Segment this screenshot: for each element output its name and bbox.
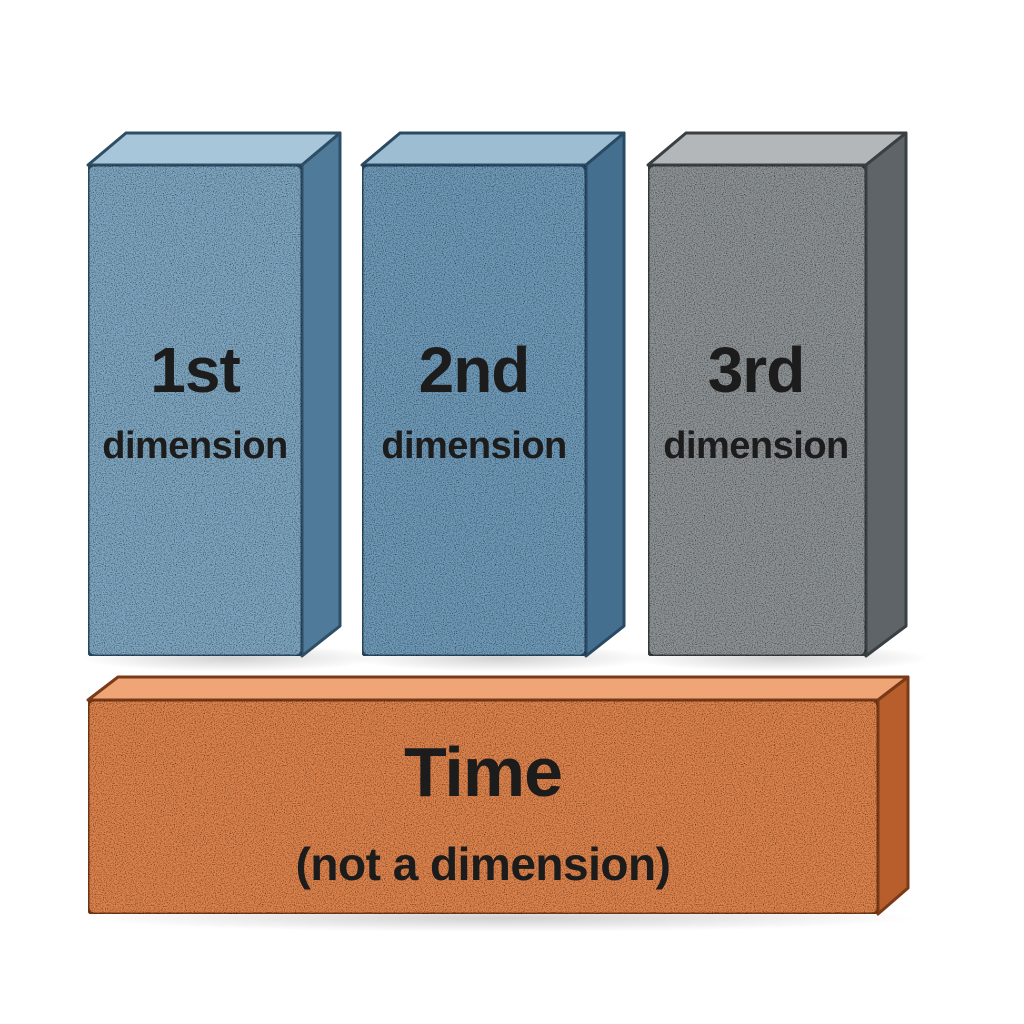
block-top-face	[86, 675, 910, 702]
block-third-dimension: 3rd dimension	[630, 131, 930, 672]
time-title: Time	[404, 733, 562, 811]
block-side-face	[300, 131, 342, 658]
block-side-face	[864, 131, 908, 658]
block-front-face	[86, 163, 304, 658]
block-top-face	[646, 131, 908, 167]
block-ordinal: 2nd	[419, 334, 530, 406]
block-label: dimension	[381, 425, 567, 467]
block-top-face	[86, 131, 342, 167]
block-ordinal: 3rd	[708, 334, 805, 406]
block-label: dimension	[102, 425, 288, 467]
block-side-face	[584, 131, 626, 658]
block-side-face	[876, 675, 910, 916]
block-front-face	[86, 698, 880, 916]
time-subtitle: (not a dimension)	[296, 838, 671, 890]
block-label: dimension	[663, 425, 849, 467]
time-block: Time (not a dimension)	[80, 675, 920, 932]
block-front-face	[360, 163, 588, 658]
block-top-face	[360, 131, 626, 167]
block-first-dimension: 1st dimension	[80, 131, 380, 672]
block-ordinal: 1st	[150, 334, 240, 406]
block-front-face	[646, 163, 868, 658]
block-second-dimension: 2nd dimension	[350, 131, 650, 672]
